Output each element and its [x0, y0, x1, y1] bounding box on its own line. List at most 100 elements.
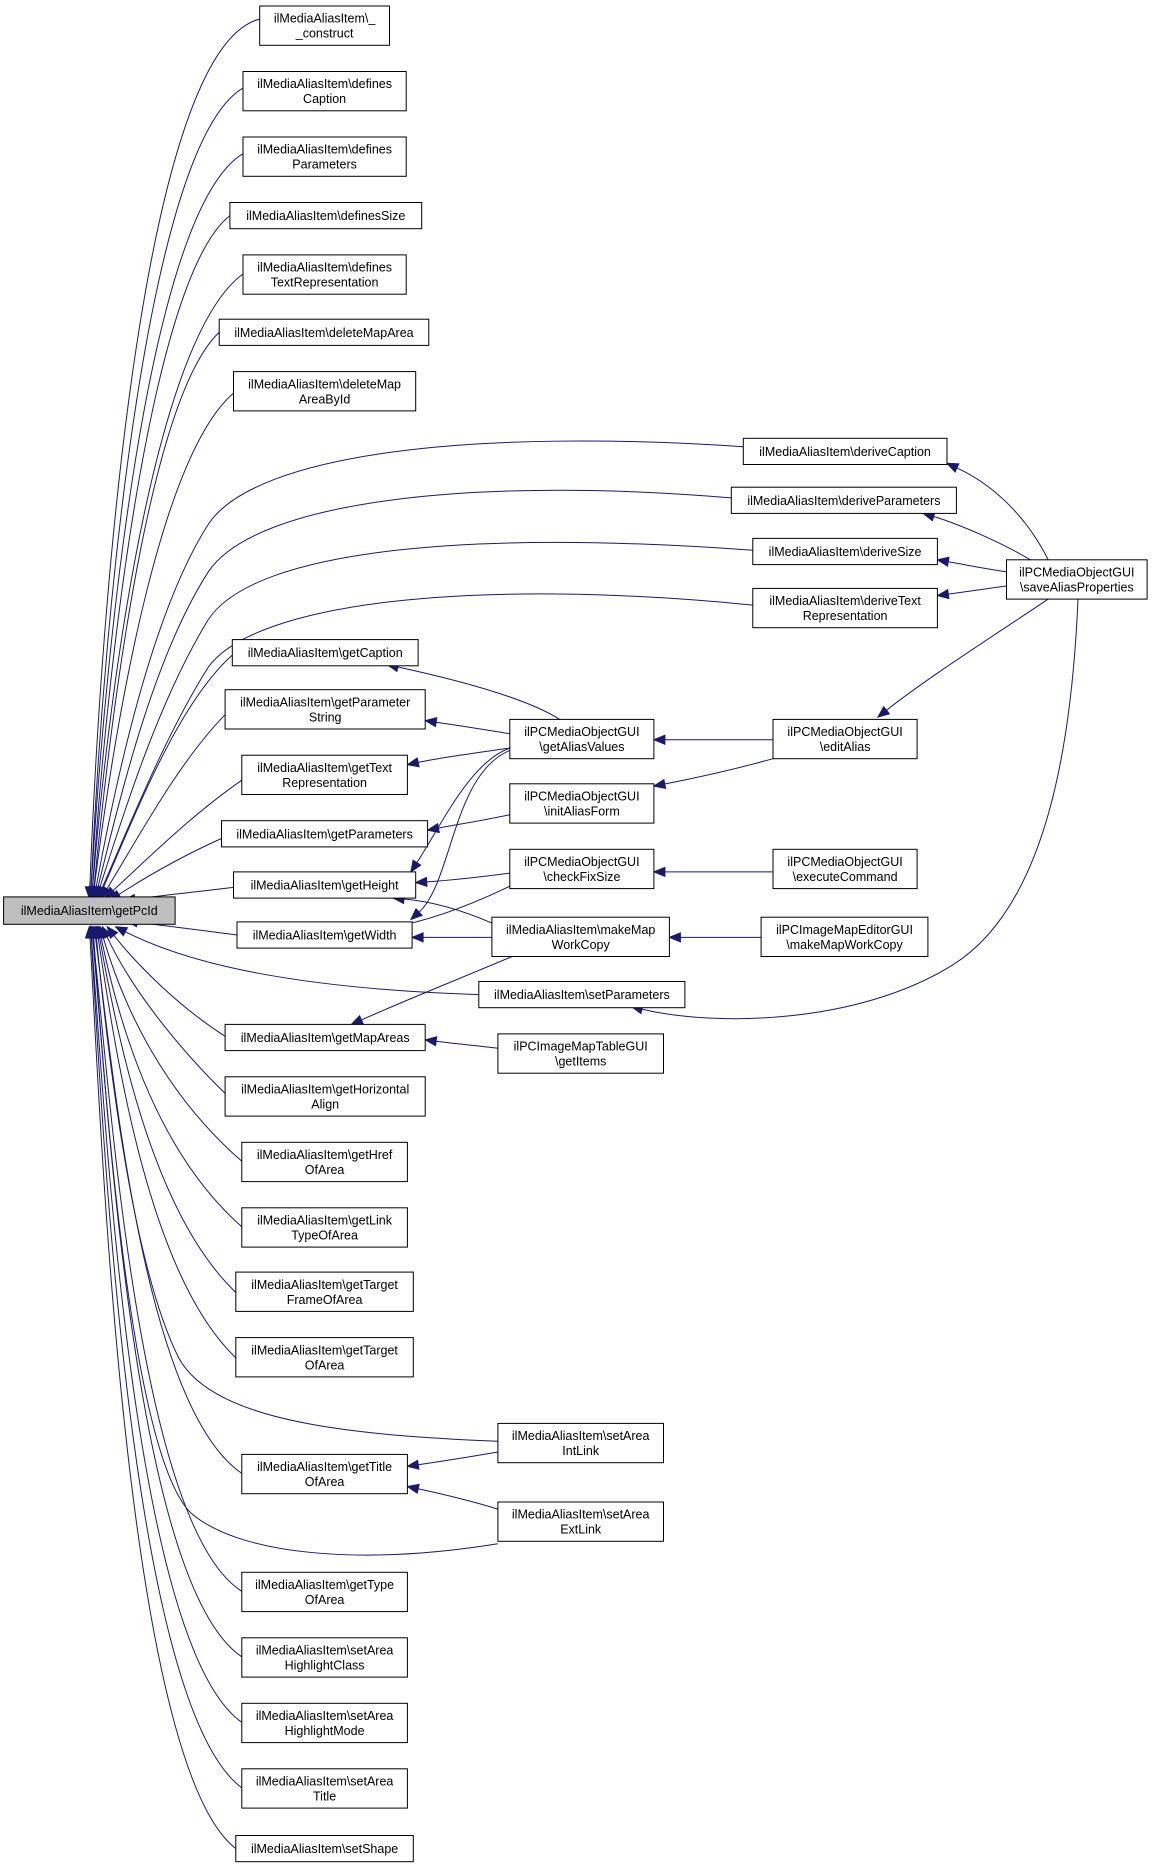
- node-getCaption[interactable]: ilMediaAliasItem\getCaption: [231, 639, 419, 667]
- edge-getAliasValues-to-getHeight: [410, 747, 510, 874]
- node-box: [241, 1637, 408, 1678]
- node-label: ilPCMediaObjectGUI: [524, 725, 639, 739]
- edge-line: [403, 898, 493, 924]
- node-makeMapWorkCopy[interactable]: ilMediaAliasItem\makeMapWorkCopy: [491, 916, 670, 958]
- node-saveAliasProperties[interactable]: ilPCMediaObjectGUI\saveAliasProperties: [1006, 559, 1148, 600]
- edge-setAreaHighlightClass-to-root: [87, 925, 243, 1658]
- node-label: ilMediaAliasItem\getHref: [257, 1148, 393, 1162]
- node-construct[interactable]: ilMediaAliasItem\__construct: [259, 5, 391, 46]
- node-definesSize[interactable]: ilMediaAliasItem\definesSize: [229, 202, 423, 230]
- node-getWidth[interactable]: ilMediaAliasItem\getWidth: [236, 921, 413, 949]
- node-label: ilPCMediaObjectGUI: [1019, 566, 1134, 580]
- node-label: AreaById: [299, 392, 350, 406]
- edge-line: [886, 598, 1049, 711]
- node-getMapAreas[interactable]: ilMediaAliasItem\getMapAreas: [224, 1023, 426, 1052]
- node-setShape[interactable]: ilMediaAliasItem\setShape: [235, 1835, 414, 1863]
- node-getHeight[interactable]: ilMediaAliasItem\getHeight: [233, 871, 417, 899]
- node-editAlias[interactable]: ilPCMediaObjectGUI\editAlias: [772, 718, 918, 760]
- edge-executeCommand-to-checkFixSize: [652, 866, 774, 878]
- node-label: ilMediaAliasItem\getWidth: [253, 929, 397, 943]
- arrowhead: [423, 1036, 438, 1047]
- edge-line: [112, 779, 243, 892]
- node-label: ilMediaAliasItem\getLink: [257, 1213, 393, 1227]
- node-deleteMapArea[interactable]: ilMediaAliasItem\deleteMapArea: [218, 318, 430, 346]
- edge-line: [97, 937, 237, 1359]
- edge-saveAliasProperties-to-editAlias: [876, 598, 1049, 718]
- node-imageMapEditorMakeMapWorkCopy[interactable]: ilPCImageMapEditorGUI\makeMapWorkCopy: [760, 916, 929, 958]
- node-deriveParameters[interactable]: ilMediaAliasItem\deriveParameters: [730, 486, 957, 514]
- node-box: [242, 71, 407, 112]
- edge-line: [438, 814, 510, 829]
- node-label: ilMediaAliasItem\deriveText: [769, 594, 921, 608]
- edge-line: [102, 937, 243, 1162]
- edge-setAreaExtLink-to-getTitleOfArea: [406, 1483, 499, 1510]
- node-setParameters[interactable]: ilMediaAliasItem\setParameters: [478, 981, 686, 1009]
- node-definesTextRep[interactable]: ilMediaAliasItem\definesTextRepresentati…: [242, 254, 407, 295]
- node-box: [491, 916, 670, 958]
- arrowhead: [936, 588, 950, 600]
- node-label: HighlightMode: [285, 1724, 365, 1738]
- node-checkFixSize[interactable]: ilPCMediaObjectGUI\checkFixSize: [509, 848, 655, 890]
- node-box: [235, 1271, 414, 1312]
- node-root[interactable]: ilMediaAliasItem\getPcId: [3, 896, 176, 925]
- edge-line: [956, 467, 1049, 561]
- edge-line: [99, 541, 753, 888]
- node-label: \editAlias: [820, 740, 871, 754]
- node-label: ilMediaAliasItem\setArea: [256, 1775, 394, 1789]
- edge-layer: [84, 18, 1079, 1849]
- arrowhead: [103, 886, 117, 899]
- edge-getHorizontalAlign-to-root: [101, 925, 226, 1094]
- node-label: WorkCopy: [552, 938, 611, 952]
- node-box: [241, 1207, 408, 1248]
- edge-line: [125, 931, 479, 996]
- edge-line: [417, 747, 510, 763]
- edge-line: [418, 1451, 498, 1466]
- node-label: ilMediaAliasItem\setShape: [251, 1842, 398, 1856]
- edge-editAlias-to-initAliasForm: [652, 758, 774, 790]
- node-box: [772, 848, 918, 890]
- node-label: OfArea: [305, 1358, 345, 1372]
- node-box: [752, 587, 938, 629]
- edge-deleteMapAreaById-to-root: [89, 392, 234, 900]
- node-deriveTextRep[interactable]: ilMediaAliasItem\deriveTextRepresentatio…: [752, 587, 938, 629]
- arrowhead: [114, 926, 129, 937]
- node-box: [241, 1571, 408, 1613]
- edge-line: [92, 937, 243, 1658]
- node-label: ilMediaAliasItem\getParameter: [240, 695, 410, 709]
- edge-checkFixSize-to-getHeight: [414, 872, 510, 888]
- node-deriveSize[interactable]: ilMediaAliasItem\deriveSize: [752, 537, 938, 566]
- node-label: Representation: [282, 776, 367, 790]
- node-label: ilMediaAliasItem\deriveSize: [769, 545, 922, 559]
- node-getItems[interactable]: ilPCImageMapTableGUI\getItems: [497, 1033, 664, 1074]
- node-initAliasForm[interactable]: ilPCMediaObjectGUI\initAliasForm: [509, 783, 655, 824]
- edge-line: [436, 721, 510, 735]
- edge-getAliasValues-to-getParameterString: [423, 717, 510, 735]
- node-label: ilMediaAliasItem\makeMap: [506, 923, 655, 937]
- node-label: \executeCommand: [793, 870, 898, 884]
- node-getParameters[interactable]: ilMediaAliasItem\getParameters: [221, 820, 429, 848]
- edge-line: [417, 1488, 499, 1510]
- node-label: ilMediaAliasItem\getText: [257, 761, 392, 775]
- node-executeCommand[interactable]: ilPCMediaObjectGUI\executeCommand: [772, 848, 918, 890]
- node-label: OfArea: [305, 1163, 345, 1177]
- node-deriveCaption[interactable]: ilMediaAliasItem\deriveCaption: [742, 437, 948, 465]
- edge-line: [93, 392, 234, 888]
- node-getAliasValues[interactable]: ilPCMediaObjectGUI\getAliasValues: [509, 718, 655, 760]
